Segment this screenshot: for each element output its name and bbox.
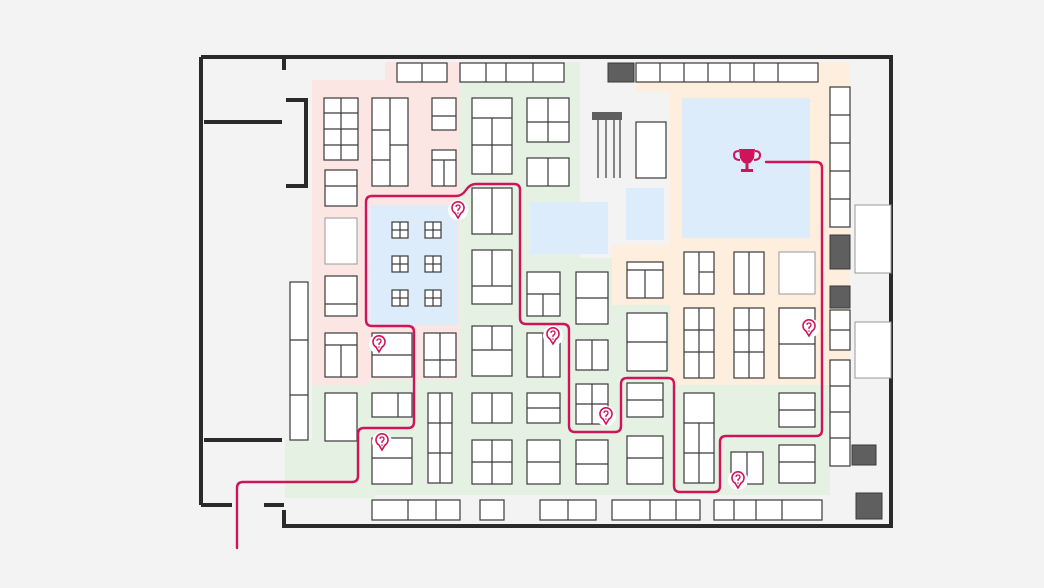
stairs bbox=[592, 112, 622, 178]
booth[interactable] bbox=[626, 435, 664, 485]
grid-booths bbox=[391, 221, 442, 307]
side-room bbox=[286, 98, 308, 188]
dark-block bbox=[829, 234, 851, 270]
booth[interactable] bbox=[471, 325, 513, 377]
zone-green-entrance bbox=[285, 440, 375, 498]
booth[interactable] bbox=[431, 97, 457, 131]
booths bbox=[289, 62, 883, 521]
dark-block bbox=[607, 62, 635, 83]
booth[interactable] bbox=[289, 281, 309, 441]
booth[interactable] bbox=[324, 275, 358, 317]
booth[interactable] bbox=[324, 392, 358, 442]
zone-blue-left bbox=[370, 205, 458, 325]
inner-left-wall bbox=[204, 120, 282, 442]
trophy-icon[interactable] bbox=[732, 146, 762, 174]
booth[interactable] bbox=[829, 359, 851, 467]
question-marker-icon[interactable] bbox=[543, 326, 563, 346]
booth[interactable] bbox=[713, 499, 823, 521]
right-annex bbox=[854, 204, 892, 274]
dark-block bbox=[851, 444, 877, 466]
question-marker-icon[interactable] bbox=[799, 318, 819, 338]
booth[interactable] bbox=[611, 499, 701, 521]
checkpoints bbox=[369, 200, 819, 490]
question-marker-icon[interactable] bbox=[372, 432, 392, 452]
booth[interactable] bbox=[778, 444, 816, 484]
booth[interactable] bbox=[459, 62, 565, 83]
booth[interactable] bbox=[635, 121, 667, 179]
right-annex-2 bbox=[854, 321, 892, 379]
navigation-route bbox=[235, 160, 824, 550]
booth[interactable] bbox=[575, 439, 609, 485]
booth[interactable] bbox=[324, 169, 358, 207]
question-marker-icon[interactable] bbox=[728, 470, 748, 490]
booth[interactable] bbox=[635, 62, 819, 83]
booth[interactable] bbox=[479, 499, 505, 521]
zone-blue-narrow bbox=[626, 188, 664, 240]
booth[interactable] bbox=[778, 251, 816, 295]
booth[interactable] bbox=[371, 392, 413, 418]
booth[interactable] bbox=[324, 217, 358, 265]
walls bbox=[199, 55, 893, 528]
left-wall bbox=[199, 55, 286, 507]
zone-blue-small bbox=[530, 202, 608, 254]
dark-block bbox=[829, 285, 851, 309]
booth[interactable] bbox=[371, 499, 461, 521]
booth[interactable] bbox=[829, 86, 851, 228]
question-marker-icon[interactable] bbox=[369, 334, 389, 354]
question-marker-icon[interactable] bbox=[448, 200, 468, 220]
outer-wall bbox=[282, 55, 893, 528]
question-marker-icon[interactable] bbox=[596, 406, 616, 426]
dark-block bbox=[855, 492, 883, 520]
